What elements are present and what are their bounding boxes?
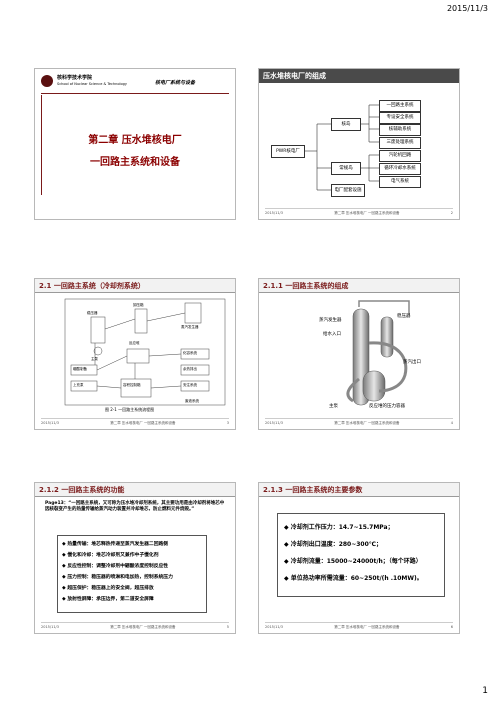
diagram-label-11: 上充泵: [73, 383, 84, 387]
function-intro: Page13：“一回路主系统，又可称为压水堆冷却剂系统，其主要功用是由冷却剂将堆…: [45, 501, 225, 512]
page-number: 1: [482, 686, 488, 696]
diagram-label-1: 稳压器: [87, 311, 98, 315]
function-item: ◆ 热量传输：堆芯释热传递至蒸汽发生器二回路侧: [62, 542, 169, 547]
tree-node-nuclear-island: 核岛: [331, 118, 361, 131]
slide-6-title: 2.1.3 一回路主系统的主要参数: [259, 483, 459, 497]
parameter-item: ◆ 冷却剂出口温度：280~300℃；: [284, 541, 383, 548]
slide-2-footer: 2015/11/3 第二章 压水堆核电厂 一回路主系统和设备 2: [265, 211, 453, 215]
slide-4-title: 2.1.1 一回路主系统的组成: [259, 279, 459, 293]
header-date: 2015/11/3: [446, 4, 488, 13]
chapter-title: 第二章 压水堆核电厂: [88, 135, 182, 146]
tree-leaf-safety-systems: 专设安全系统: [379, 112, 421, 124]
tree-leaf-cooling-water: 循环冷却水系统: [379, 163, 421, 175]
slide-6-footer: 2015/11/3 第二章 压水堆核电厂 一回路主系统和设备 6: [265, 625, 453, 629]
parameters-box: ◆ 冷却剂工作压力：14.7~15.7MPa； ◆ 冷却剂出口温度：280~30…: [277, 513, 445, 597]
school-logo-icon: [41, 75, 53, 87]
function-box: ◆ 热量传输：堆芯释热传递至蒸汽发生器二回路侧 ◆ 慢化和冷却：堆芯冷却剂又兼作…: [57, 535, 207, 613]
reactor-label-pump: 主泵: [329, 404, 338, 409]
reactor-label-sg: 蒸汽发生器: [319, 318, 342, 323]
tree-leaf-turbine-loop: 汽轮机回路: [379, 150, 421, 162]
tree-leaf-electrical: 电气系统: [379, 176, 421, 188]
slide-3-footer: 2015/11/3 第二章 压水堆核电厂 一回路主系统和设备 3: [41, 421, 229, 425]
slide-1: 核科学技术学院 School of Nuclear Science & Tech…: [34, 68, 236, 220]
school-name-cn: 核科学技术学院: [57, 75, 93, 81]
diagram-label-5: 反应堆: [129, 341, 140, 345]
diagram-label-8: 安注系统: [183, 383, 197, 387]
slide-2: 压水堆核电厂的组成 PWR核电厂 核岛 常规岛 电厂配套设施 一回路主系统 专设…: [258, 68, 460, 220]
diagram-label-6: 化容系统: [183, 351, 197, 355]
diagram-label-12: 废液系统: [185, 399, 199, 403]
reactor-label-feedwater: 给水入口: [323, 332, 341, 337]
diagram-label-4: 主泵: [91, 357, 98, 361]
composition-tree-lines: [303, 104, 379, 191]
parameter-item: ◆ 单位热功率所需流量：60~250t/(h .10MW)。: [284, 575, 423, 582]
slide-6: 2.1.3 一回路主系统的主要参数 ◆ 冷却剂工作压力：14.7~15.7MPa…: [258, 482, 460, 634]
course-name: 核电厂系统与设备: [155, 80, 196, 86]
function-item: ◆ 压力控制：稳压器的喷淋和电加热，控制系统压力: [62, 575, 173, 580]
tree-node-supporting-facilities: 电厂配套设施: [331, 184, 365, 197]
slide-2-title: 压水堆核电厂的组成: [259, 69, 459, 83]
reactor-label-pressurizer: 稳压器: [397, 314, 411, 319]
diagram-label-3: 蒸汽发生器: [181, 325, 199, 329]
slide-3-title: 2.1 一回路主系统（冷却剂系统）: [35, 279, 235, 293]
diagram-label-9: 容积控制箱: [123, 383, 141, 387]
school-name-en: School of Nuclear Science & Technology: [57, 82, 127, 86]
tree-node-conventional-island: 常规岛: [331, 162, 361, 175]
parameter-item: ◆ 冷却剂工作压力：14.7~15.7MPa；: [284, 524, 394, 531]
reactor-label-steam-out: 蒸汽出口: [403, 360, 421, 365]
function-item: ◆ 超压保护：稳压器上的安全阀，超压排放: [62, 586, 154, 591]
slide-3: 2.1 一回路主系统（冷却剂系统） 稳压器 卸压箱 蒸汽发生器 主泵 反: [34, 278, 236, 430]
diagram-label-7: 余热排出: [183, 367, 197, 371]
slide-4-footer: 2015/11/3 第二章 压水堆核电厂 一回路主系统和设备 4: [265, 421, 453, 425]
function-item: ◆ 放射性屏障：承压边界，第二道安全屏障: [62, 597, 154, 602]
reactor-label-vessel: 反应堆的压力容器: [369, 404, 405, 409]
tree-root: PWR核电厂: [271, 145, 305, 158]
primary-flow-diagram: [64, 298, 226, 406]
diagram-label-2: 卸压箱: [133, 303, 144, 307]
tree-leaf-auxiliary-systems: 核辅助系统: [379, 124, 421, 136]
reactor-3d-drawing: [346, 300, 410, 406]
diagram-label-10: 硼酸制备: [73, 367, 87, 371]
slide-4: 2.1.1 一回路主系统的组成 蒸汽发生器 稳压器 给水入口 蒸汽出口 主泵 反…: [258, 278, 460, 430]
tree-leaf-primary-system: 一回路主系统: [379, 100, 421, 112]
diagram-caption: 图 2-1 一回路主系统流程图: [105, 407, 155, 412]
slide-5-title: 2.1.2 一回路主系统的功能: [35, 483, 235, 497]
tree-leaf-waste-treatment: 三废处理系统: [379, 137, 421, 149]
parameter-item: ◆ 冷却剂流量：15000~24000t/h；（每个环路）: [284, 558, 422, 565]
chapter-subtitle: 一回路主系统和设备: [90, 157, 180, 168]
function-item: ◆ 慢化和冷却：堆芯冷却剂又兼作中子慢化剂: [62, 553, 159, 558]
slide-5-footer: 2015/11/3 第二章 压水堆核电厂 一回路主系统和设备 5: [41, 625, 229, 629]
slide-5: 2.1.2 一回路主系统的功能 Page13：“一回路主系统，又可称为压水堆冷却…: [34, 482, 236, 634]
function-item: ◆ 反应性控制：调整冷却剂中硼酸浓度控制反应性: [62, 564, 169, 569]
